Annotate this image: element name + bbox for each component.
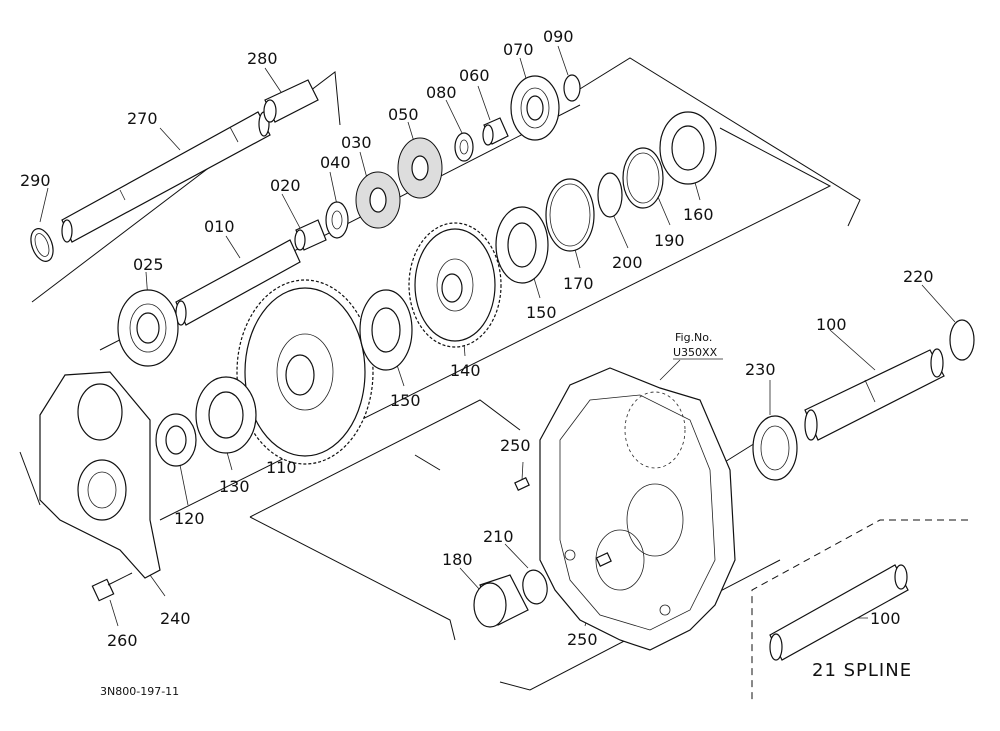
label-170: 170 — [563, 274, 594, 293]
snap-ring-200 — [597, 172, 623, 218]
label-120: 120 — [174, 509, 205, 528]
label-200: 200 — [612, 253, 643, 272]
label-260: 260 — [107, 631, 138, 650]
shaft-100-inset — [769, 564, 909, 661]
label-030: 030 — [341, 133, 372, 152]
label-100-main: 100 — [816, 315, 847, 334]
label-250-lower: 250 — [567, 630, 598, 649]
bearing-040 — [325, 201, 349, 239]
label-080: 080 — [426, 83, 457, 102]
label-025: 025 — [133, 255, 164, 274]
shaft-100 — [804, 348, 945, 441]
drawing-number: 3N800-197-11 — [100, 685, 179, 698]
inset-frame — [751, 519, 968, 700]
housing — [539, 367, 736, 651]
label-250-upper: 250 — [500, 436, 531, 455]
inset-caption: 21 SPLINE — [812, 660, 912, 681]
snap-ring-290 — [30, 228, 54, 262]
snap-ring-090 — [563, 74, 581, 102]
label-240: 240 — [160, 609, 191, 628]
gear-030 — [355, 171, 401, 229]
label-100-inset: 100 — [870, 609, 901, 628]
bearing-150-upper — [495, 206, 549, 284]
shaft-010 — [175, 239, 301, 326]
gear-110 — [236, 279, 374, 465]
collar-020 — [294, 219, 327, 251]
pin-250-upper — [514, 477, 530, 491]
label-290: 290 — [20, 171, 51, 190]
o-ring-210 — [522, 569, 548, 605]
label-070: 070 — [503, 40, 534, 59]
bearing-160 — [659, 111, 717, 185]
label-160: 160 — [683, 205, 714, 224]
label-270: 270 — [127, 109, 158, 128]
part-labels: 280 270 290 020 010 025 040 030 050 080 … — [20, 27, 934, 650]
ring-170 — [545, 178, 595, 252]
bearing-120 — [155, 413, 197, 467]
sleeve-280 — [263, 79, 319, 123]
label-150-lower: 150 — [390, 391, 421, 410]
label-060: 060 — [459, 66, 490, 85]
seal-180 — [473, 574, 529, 628]
gear-050 — [397, 137, 443, 199]
label-130: 130 — [219, 477, 250, 496]
fig-ref-leader — [659, 359, 681, 381]
ring-190 — [622, 147, 664, 209]
collar-060 — [482, 117, 509, 146]
label-090: 090 — [543, 27, 574, 46]
label-190: 190 — [654, 231, 685, 250]
fig-ref-line2: U350XX — [673, 346, 718, 359]
washer-080 — [454, 132, 474, 162]
label-210: 210 — [483, 527, 514, 546]
label-230: 230 — [745, 360, 776, 379]
group-outline-upper — [19, 57, 861, 691]
bolt-260 — [91, 572, 133, 602]
label-140: 140 — [450, 361, 481, 380]
plate-240 — [39, 371, 161, 579]
label-220: 220 — [903, 267, 934, 286]
bearing-130 — [195, 376, 257, 454]
pin-250-lower — [595, 552, 612, 567]
bearing-150-lower — [359, 289, 413, 371]
gear-140 — [408, 222, 502, 348]
bearing-025 — [117, 289, 179, 367]
label-040: 040 — [320, 153, 351, 172]
label-280: 280 — [247, 49, 278, 68]
snap-ring-220 — [949, 319, 975, 361]
label-110: 110 — [266, 458, 297, 477]
fig-ref-line1: Fig.No. — [675, 331, 712, 344]
label-010: 010 — [204, 217, 235, 236]
shaft-270 — [61, 111, 271, 243]
label-180: 180 — [442, 550, 473, 569]
label-020: 020 — [270, 176, 301, 195]
bearing-070 — [510, 75, 560, 141]
label-150-upper: 150 — [526, 303, 557, 322]
seal-230 — [752, 415, 798, 481]
label-050: 050 — [388, 105, 419, 124]
